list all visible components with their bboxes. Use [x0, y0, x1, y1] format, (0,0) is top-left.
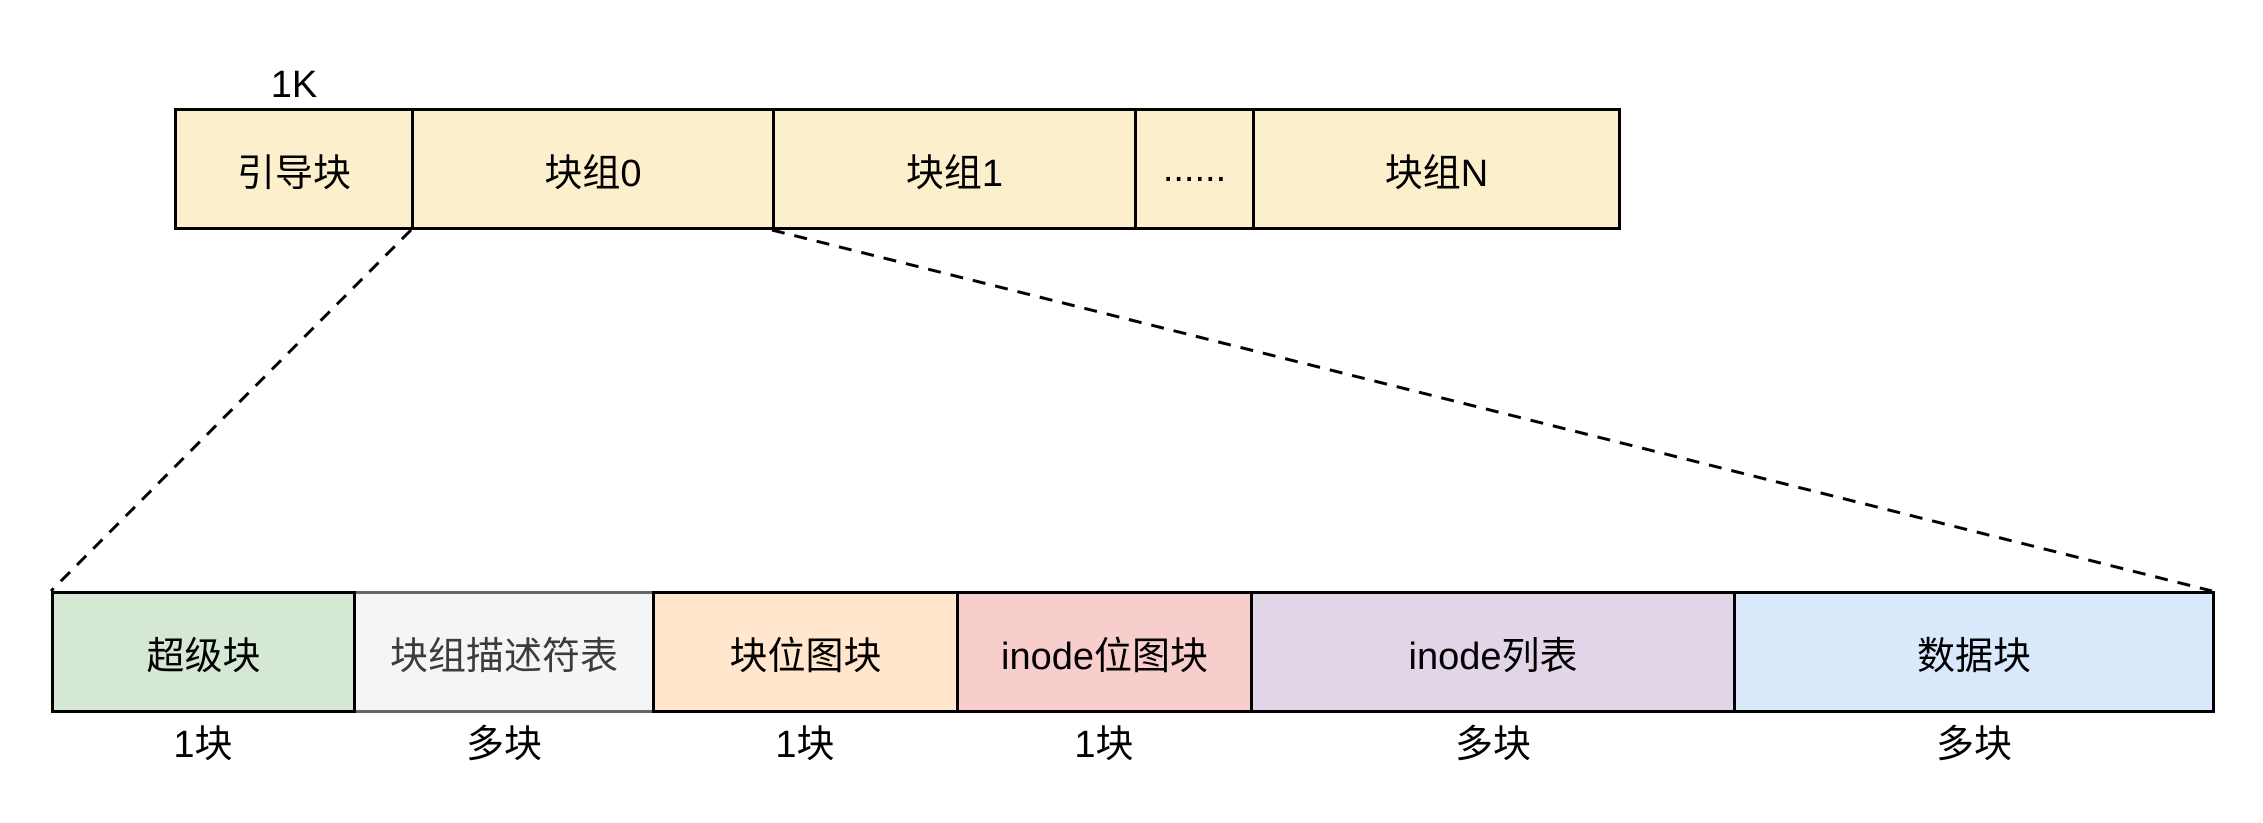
expansion-line-left — [49, 228, 413, 593]
expansion-line-right — [771, 228, 2213, 593]
cell-block-group-0: 块组0 — [411, 108, 775, 230]
cell-block-group-1: 块组1 — [772, 108, 1137, 230]
caption-inode-bitmap: 1块 — [1074, 724, 1134, 766]
caption-data-blocks: 多块 — [1935, 724, 2012, 766]
cell-block-group-ellipsis: ...... — [1134, 108, 1255, 230]
cell-block-group-n: 块组N — [1252, 108, 1621, 230]
disk-row: 引导块 块组0 块组1 ...... 块组N — [174, 108, 1621, 230]
cell-super-block: 超级块 — [51, 591, 356, 713]
block-size-label: 1K — [270, 64, 318, 106]
caption-group-descriptor-table: 多块 — [465, 724, 542, 766]
cell-inode-table: inode列表 — [1250, 591, 1736, 713]
cell-inode-bitmap: inode位图块 — [956, 591, 1253, 713]
caption-super-block: 1块 — [173, 724, 233, 766]
cell-data-blocks: 数据块 — [1733, 591, 2215, 713]
caption-inode-table: 多块 — [1454, 724, 1531, 766]
block-group-detail-row: 超级块 块组描述符表 块位图块 inode位图块 inode列表 数据块 — [51, 591, 2215, 713]
caption-block-bitmap: 1块 — [775, 724, 835, 766]
cell-group-descriptor-table: 块组描述符表 — [353, 591, 655, 713]
cell-boot-block: 引导块 — [174, 108, 414, 230]
cell-block-bitmap: 块位图块 — [652, 591, 959, 713]
